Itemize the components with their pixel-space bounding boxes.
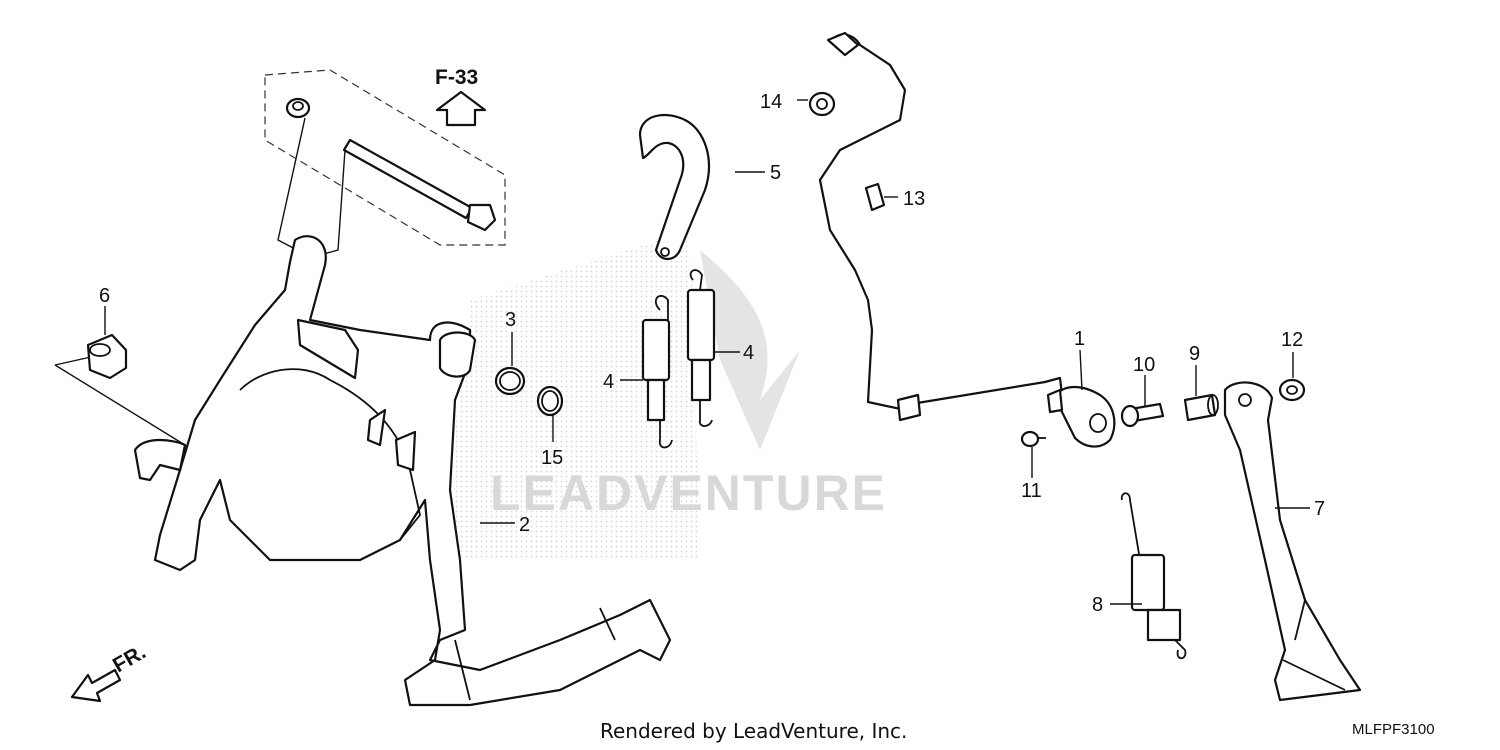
o-ring-icon xyxy=(494,366,526,396)
callout-2: 2 xyxy=(519,514,530,536)
callout-14: 14 xyxy=(760,91,782,113)
side-stand xyxy=(1223,381,1362,702)
footer-credit: Rendered by LeadVenture, Inc. xyxy=(600,719,907,743)
side-stand-spring-icon xyxy=(1120,492,1187,660)
callout-8: 8 xyxy=(1092,594,1103,616)
front-direction-icon xyxy=(70,668,122,703)
clamp-icon xyxy=(797,91,836,117)
collar-icon xyxy=(1183,393,1219,422)
reference-group: F-33 xyxy=(264,66,506,256)
callout-10: 10 xyxy=(1133,354,1155,376)
callout-4: 4 xyxy=(743,342,754,364)
stand-spring-icon xyxy=(686,269,716,427)
up-arrow-icon xyxy=(435,90,487,127)
callout-13: 13 xyxy=(903,188,925,210)
main-stand xyxy=(133,235,672,707)
bolt-icon xyxy=(342,138,497,232)
callout-12: 12 xyxy=(1281,329,1303,351)
stand-spring-icon xyxy=(641,295,673,449)
watermark-logo: LEADVENTURE xyxy=(440,230,887,560)
callout-9: 9 xyxy=(1189,343,1200,365)
reference-label: F-33 xyxy=(435,66,478,89)
screw-icon xyxy=(1020,430,1046,448)
nut-icon xyxy=(1278,378,1306,402)
diagram-code: MLFPF3100 xyxy=(1352,721,1435,738)
collar-icon xyxy=(86,333,128,380)
circlip-icon xyxy=(536,385,564,417)
clip-icon xyxy=(864,182,886,212)
sidestand-switch-icon xyxy=(1046,386,1116,448)
callout-6: 6 xyxy=(99,285,110,307)
wire-harness xyxy=(818,31,1064,422)
callout-11: 11 xyxy=(1021,480,1042,502)
callout-5: 5 xyxy=(770,162,781,184)
watermark-text: LEADVENTURE xyxy=(490,465,887,521)
callout-7: 7 xyxy=(1314,498,1325,520)
callout-4b: 4 xyxy=(603,371,614,393)
nut-icon xyxy=(285,97,311,119)
callout-1: 1 xyxy=(1074,328,1085,350)
callout-15: 15 xyxy=(541,447,563,469)
callout-3: 3 xyxy=(505,309,516,331)
spring-hook-icon xyxy=(638,113,710,261)
pivot-bolt-icon xyxy=(1120,402,1165,428)
